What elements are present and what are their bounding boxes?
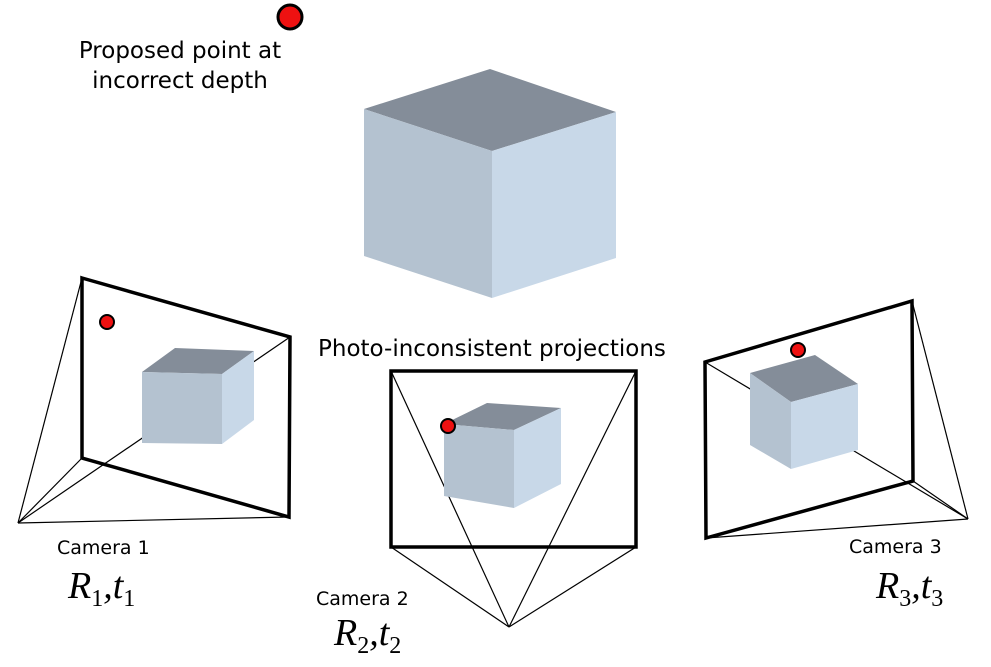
camera-3-cube bbox=[750, 355, 858, 469]
camera-1-cube bbox=[142, 348, 254, 444]
proposed-point-label-line-2: incorrect depth bbox=[92, 68, 268, 94]
camera-3-image-plane bbox=[703, 298, 915, 541]
camera-1-image-plane bbox=[80, 275, 292, 520]
main-cube bbox=[364, 69, 616, 298]
camera-2-label: Camera 2 bbox=[316, 588, 409, 610]
camera-3-label: Camera 3 bbox=[849, 536, 942, 558]
proposed-point bbox=[276, 3, 304, 31]
camera-3-projected-point bbox=[790, 342, 806, 358]
camera-3 bbox=[703, 298, 969, 541]
main-cube-top bbox=[364, 69, 616, 151]
proposed-point-label-line-1: Proposed point at bbox=[78, 38, 282, 64]
proposed-point-label: Proposed point at incorrect depth bbox=[55, 36, 305, 96]
camera-2 bbox=[389, 369, 638, 628]
camera-2-projected-point bbox=[440, 418, 456, 434]
main-cube-side bbox=[492, 112, 616, 298]
main-cube-front bbox=[364, 109, 492, 298]
camera-2-frustum bbox=[390, 370, 637, 628]
projections-label: Photo-inconsistent projections bbox=[318, 336, 666, 362]
camera-1-pose: R1,t1 bbox=[68, 565, 136, 612]
camera-1-label: Camera 1 bbox=[57, 537, 150, 559]
camera-1 bbox=[17, 275, 292, 524]
camera-2-image-plane bbox=[389, 369, 638, 549]
camera-1-projected-point bbox=[99, 314, 115, 330]
camera-2-cube bbox=[444, 403, 561, 508]
camera-2-pose: R2,t2 bbox=[334, 612, 402, 659]
camera-3-pose: R3,t3 bbox=[876, 565, 944, 612]
